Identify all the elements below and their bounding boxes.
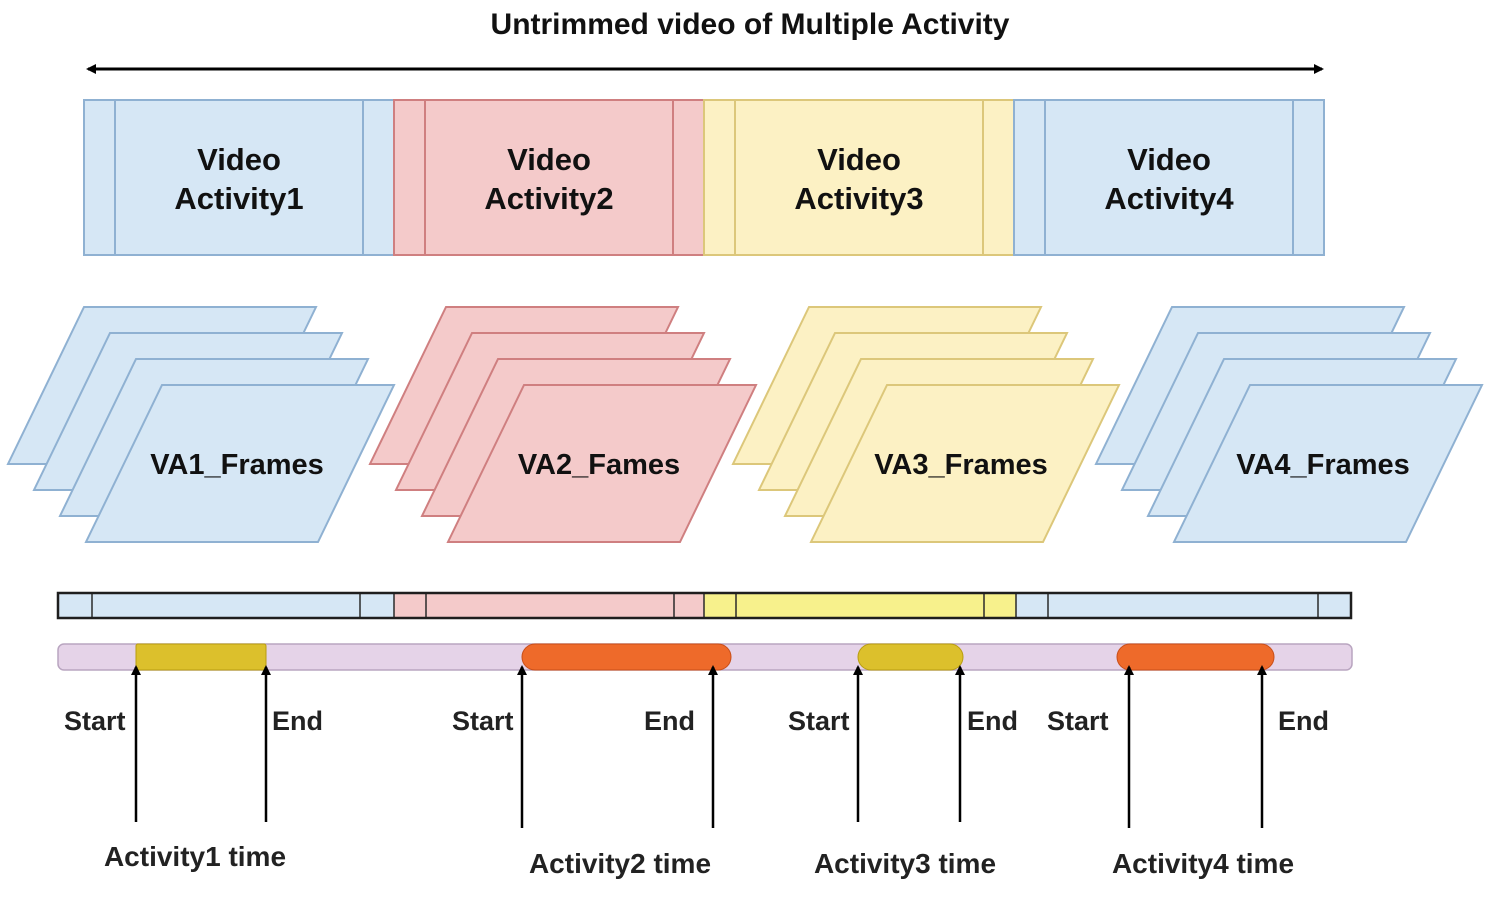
frame-stack-2: VA2_Fames bbox=[368, 306, 758, 543]
frame-stack-label: VA1_Frames bbox=[150, 449, 324, 481]
activity-bar-4 bbox=[1116, 643, 1275, 671]
strip-section-1 bbox=[58, 593, 394, 618]
segment-label-line2: Activity1 bbox=[174, 181, 303, 216]
end-label-4: End bbox=[1278, 706, 1329, 736]
segment-label-line1: Video bbox=[507, 142, 591, 177]
segment-box bbox=[703, 99, 1015, 256]
segment-label-line2: Activity4 bbox=[1104, 181, 1234, 216]
activity3-time-label: Activity3 time bbox=[814, 848, 996, 879]
start-label-4: Start bbox=[1047, 706, 1109, 736]
segment-label-line1: Video bbox=[197, 142, 281, 177]
activity-bar-1 bbox=[135, 643, 267, 671]
end-label-2: End bbox=[644, 706, 695, 736]
frame-card bbox=[84, 384, 396, 543]
frame-card bbox=[1172, 384, 1484, 543]
frame-card bbox=[446, 384, 758, 543]
frame-stacks: VA1_Frames VA2_Fames VA3_Frames VA4_Frames bbox=[6, 306, 1484, 543]
start-label-1: Start bbox=[64, 706, 126, 736]
end-label-3: End bbox=[967, 706, 1018, 736]
frame-stack-1: VA1_Frames bbox=[6, 306, 396, 543]
segment-label-line2: Activity3 bbox=[794, 181, 923, 216]
frame-card bbox=[809, 384, 1121, 543]
frame-stack-label: VA4_Frames bbox=[1236, 449, 1410, 481]
strip-border bbox=[56, 591, 1353, 620]
segment-label-line1: Video bbox=[817, 142, 901, 177]
activity-bars bbox=[135, 643, 1275, 671]
frame-stack-3: VA3_Frames bbox=[731, 306, 1121, 543]
activity-bar-2 bbox=[521, 643, 732, 671]
marker-labels: Start End Start End Start End Start End … bbox=[64, 706, 1329, 879]
diagram-title: Untrimmed video of Multiple Activity bbox=[491, 8, 1010, 41]
strip-section-3 bbox=[704, 593, 1016, 618]
segment-box bbox=[1013, 99, 1325, 256]
start-label-3: Start bbox=[788, 706, 850, 736]
frame-stack-label: VA2_Fames bbox=[518, 449, 680, 481]
marker-arrows bbox=[131, 665, 1267, 828]
frame-stack-4: VA4_Frames bbox=[1094, 306, 1484, 543]
activity1-time-label: Activity1 time bbox=[104, 841, 286, 872]
end-label-1: End bbox=[272, 706, 323, 736]
strip-section-4 bbox=[1016, 593, 1351, 618]
strip-section-2 bbox=[394, 593, 704, 618]
video-segments: VideoActivity1VideoActivity2VideoActivit… bbox=[83, 99, 1325, 256]
segment-box bbox=[83, 99, 395, 256]
activity-bar-3 bbox=[857, 643, 964, 671]
color-strip bbox=[56, 591, 1353, 620]
activity4-time-label: Activity4 time bbox=[1112, 848, 1294, 879]
segment-label-line1: Video bbox=[1127, 142, 1211, 177]
start-label-2: Start bbox=[452, 706, 514, 736]
segment-label-line2: Activity2 bbox=[484, 181, 613, 216]
segment-box bbox=[393, 99, 705, 256]
frame-stack-label: VA3_Frames bbox=[874, 449, 1048, 481]
activity2-time-label: Activity2 time bbox=[529, 848, 711, 879]
